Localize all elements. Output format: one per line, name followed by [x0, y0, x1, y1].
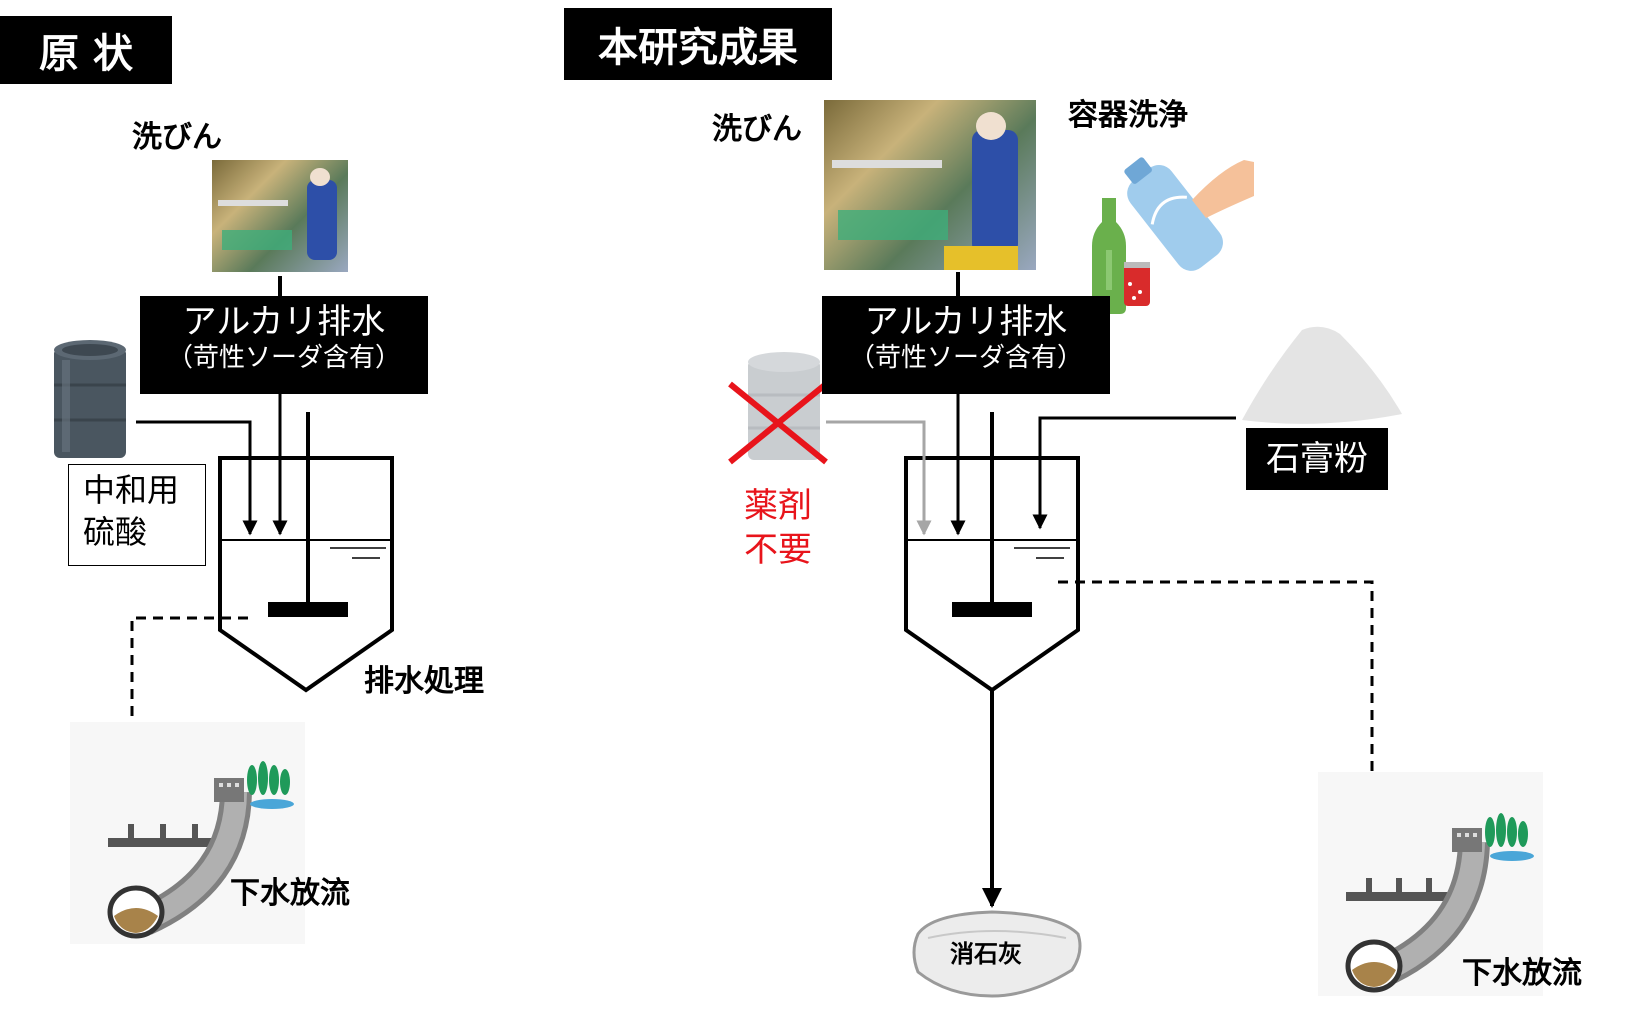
- gypsum-label: 石膏粉: [1266, 439, 1368, 479]
- wastewater-sublabel: （苛性ソーダ含有）: [166, 343, 401, 373]
- acid-label-line2: 硫酸: [83, 513, 148, 551]
- gypsum-flow-arrow: [1032, 416, 1236, 530]
- stirrer-paddle-right: [952, 602, 1032, 617]
- wastewater-sublabel-right: （苛性ソーダ含有）: [848, 343, 1083, 373]
- right-title-text: 本研究成果: [598, 25, 798, 71]
- right-title: 本研究成果: [564, 8, 832, 80]
- container-wash-label: 容器洗浄: [1068, 98, 1188, 133]
- wastewater-label: アルカリ排水: [182, 302, 386, 342]
- lime-label: 消石灰: [950, 940, 1022, 968]
- chemical-flow-arrow-gray: [826, 420, 932, 536]
- acid-flow-arrow: [136, 420, 258, 536]
- wastewater-label-right: アルカリ排水: [864, 302, 1068, 342]
- left-title-text: 原 状: [39, 31, 133, 77]
- no-chemical-line2: 不要: [744, 530, 812, 570]
- acid-label-box: 中和用 硫酸: [68, 464, 206, 566]
- acid-label-line1: 中和用: [83, 471, 180, 509]
- sewer-illustration: [70, 722, 305, 944]
- wash-label: 洗びん: [132, 120, 222, 155]
- wash-label-right: 洗びん: [712, 112, 802, 147]
- containers-illustration: [1092, 157, 1254, 314]
- gypsum-label-box: 石膏粉: [1246, 428, 1388, 490]
- sewer-illustration-right: [1318, 772, 1543, 996]
- bottle-washing-photo: [212, 160, 348, 272]
- left-title: 原 状: [0, 16, 172, 84]
- lime-bag-icon: [912, 910, 1082, 998]
- chemical-drum-icon: [54, 340, 126, 458]
- gypsum-powder-pile-icon: [1242, 326, 1402, 424]
- wastewater-box: アルカリ排水 （苛性ソーダ含有）: [140, 296, 428, 394]
- no-chemical-label: 薬剤 不要: [744, 484, 812, 572]
- stirrer-paddle: [268, 602, 348, 617]
- treatment-label: 排水処理: [364, 664, 484, 699]
- discharge-label-right: 下水放流: [1462, 956, 1582, 991]
- no-chemical-line1: 薬剤: [744, 486, 812, 526]
- discharge-label: 下水放流: [230, 876, 350, 911]
- wastewater-box-right: アルカリ排水 （苛性ソーダ含有）: [822, 296, 1110, 394]
- bottle-washing-photo-right: [824, 100, 1036, 270]
